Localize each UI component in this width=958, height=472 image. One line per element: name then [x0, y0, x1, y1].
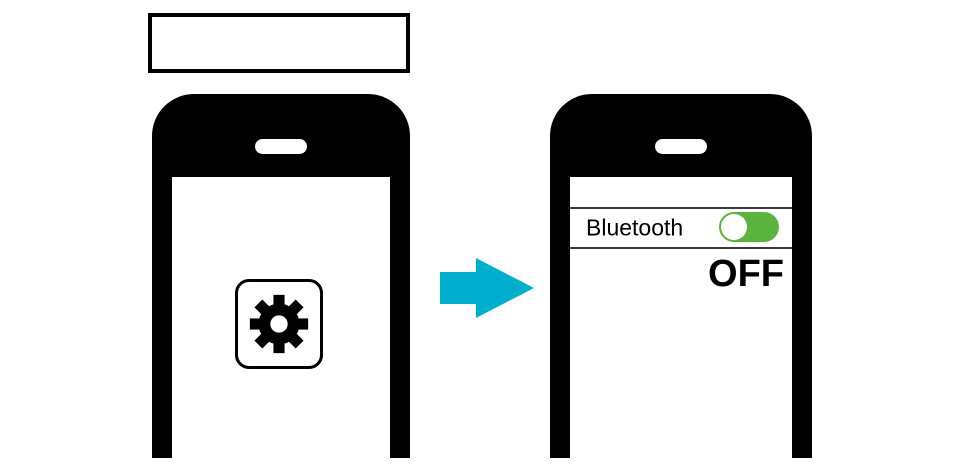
phone-right: Bluetooth OFF	[550, 94, 812, 458]
speaker-slot	[255, 139, 307, 154]
phone-left-screen	[172, 177, 390, 458]
phone-left	[152, 94, 410, 458]
toggle-knob	[721, 214, 747, 240]
settings-app-icon[interactable]	[235, 279, 323, 369]
caption-box	[148, 13, 410, 73]
bluetooth-state-text: OFF	[708, 253, 784, 295]
bluetooth-toggle[interactable]	[719, 212, 779, 242]
divider	[570, 247, 792, 249]
divider	[570, 207, 792, 209]
speaker-slot	[655, 139, 707, 154]
bluetooth-label: Bluetooth	[586, 214, 684, 241]
gear-icon	[249, 294, 309, 354]
bluetooth-row: Bluetooth	[570, 209, 792, 247]
phone-right-screen: Bluetooth OFF	[570, 177, 792, 458]
arrow-right-icon	[440, 258, 534, 318]
